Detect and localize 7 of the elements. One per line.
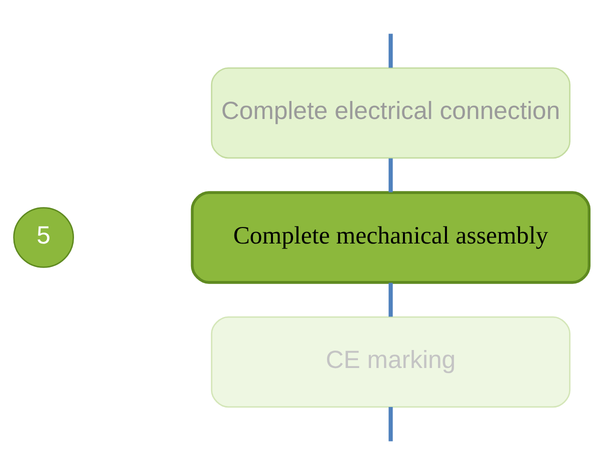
node-box: Complete mechanical assembly <box>190 191 591 284</box>
connector <box>388 282 393 317</box>
node-box: Complete electrical connection <box>210 67 570 159</box>
connector <box>388 406 393 442</box>
connector <box>388 34 393 68</box>
node-circle: 5 <box>13 207 74 268</box>
connector <box>388 158 393 192</box>
